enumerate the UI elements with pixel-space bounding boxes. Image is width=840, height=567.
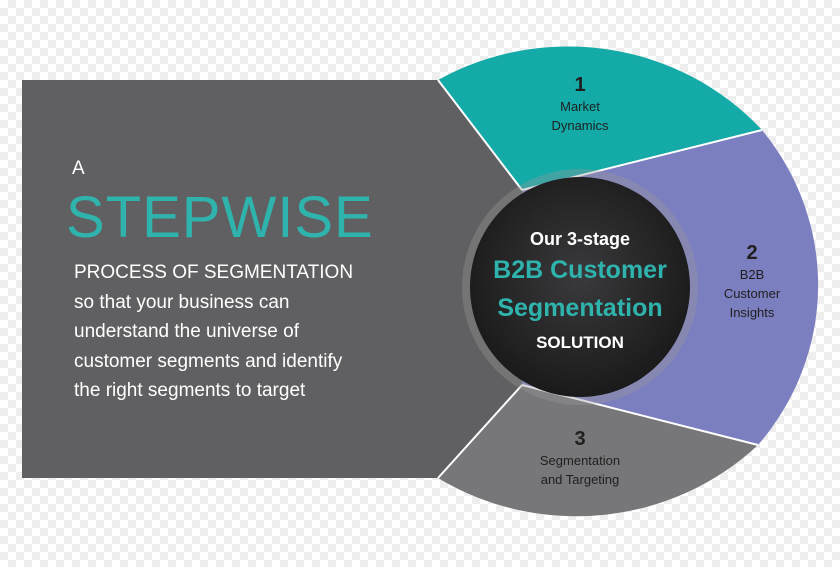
center-title-line-2: B2B Customer [493, 256, 667, 284]
intro-line: customer segments and identify [74, 350, 343, 372]
divider-4 [437, 384, 523, 479]
segment-number: 1 [574, 74, 586, 96]
segment-1-label: 1 Market Dynamics [520, 74, 640, 135]
intro-panel [22, 80, 522, 478]
center-title-line-4: SOLUTION [536, 333, 624, 352]
divider-1 [437, 79, 523, 191]
center-disc [470, 177, 690, 397]
segment-number: 2 [746, 242, 758, 264]
intro-description: PROCESS OF SEGMENTATION so that your bus… [74, 258, 404, 406]
segment-text: B2B [739, 267, 765, 282]
segment-text: Segmentation [539, 453, 621, 468]
center-title-line-1: Our 3-stage [529, 229, 631, 249]
segment-text: Dynamics [551, 118, 609, 133]
segment-text: Customer [723, 286, 781, 301]
segment-2-label: 2 B2B Customer Insights [702, 242, 802, 322]
segment-number: 3 [574, 428, 586, 450]
segment-text: and Targeting [540, 472, 620, 487]
segment-text: Insights [729, 305, 775, 320]
intro-a-label: A [72, 158, 86, 179]
segment-3-arc [438, 385, 758, 517]
intro-line: the right segments to target [74, 380, 306, 401]
intro-line: so that your business can [74, 291, 290, 313]
center-title-line-3: Segmentation [497, 294, 663, 322]
segment-text: Market [560, 99, 600, 114]
intro-stepwise-heading: STEPWISE [66, 185, 374, 250]
segment-1-arc [438, 46, 762, 190]
segment-3-label: 3 Segmentation and Targeting [515, 428, 645, 489]
intro-line: understand the universe of [74, 321, 299, 342]
intro-line: PROCESS OF SEGMENTATION [74, 262, 354, 283]
